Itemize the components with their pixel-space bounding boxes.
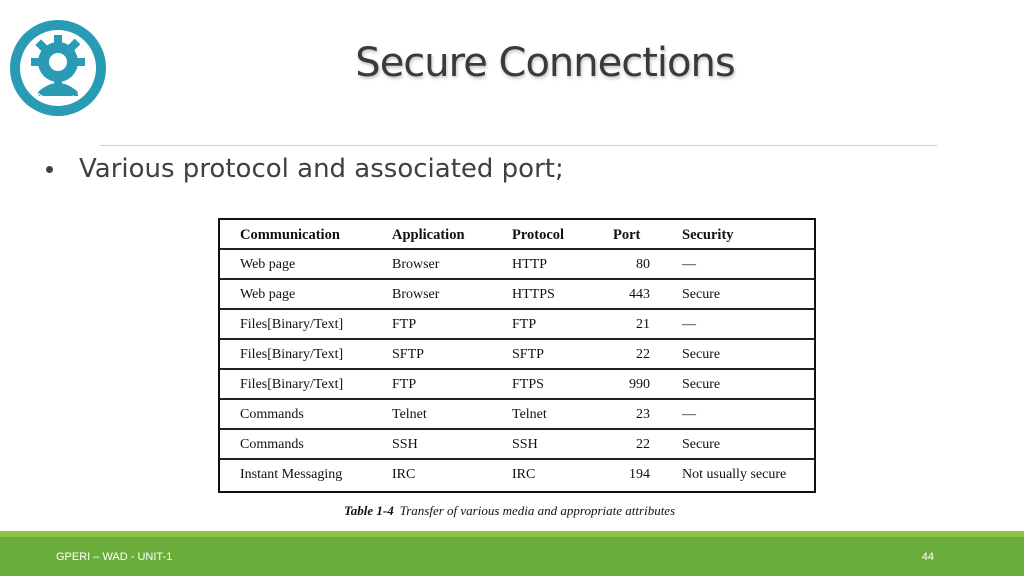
cell-port: 990 (629, 377, 650, 392)
table-row: Commands SSH SSH 22 Secure (220, 430, 814, 460)
table-row: Web page Browser HTTPS 443 Secure (220, 280, 814, 310)
footer-page-number: 44 (921, 551, 934, 563)
header-communication: Communication (240, 227, 340, 243)
table-row: Web page Browser HTTP 80 — (220, 250, 814, 280)
cell-security: — (682, 317, 696, 332)
table-caption: Table 1-4 Transfer of various media and a… (344, 503, 675, 519)
caption-text: Transfer of various media and appropriat… (399, 503, 676, 518)
cell-protocol: Telnet (512, 407, 547, 422)
cell-communication: Files[Binary/Text] (240, 317, 344, 332)
cell-application: Telnet (392, 407, 427, 422)
cell-protocol: HTTP (512, 257, 547, 272)
footer-accent-stripe (0, 531, 1024, 537)
cell-port: 23 (636, 407, 650, 422)
cell-communication: Instant Messaging (240, 467, 343, 482)
footer-course-label: GPERI – WAD - UNIT-1 (56, 551, 173, 563)
cell-port: 21 (636, 317, 650, 332)
cell-port: 194 (629, 467, 650, 482)
header-application: Application (392, 227, 465, 243)
header-protocol: Protocol (512, 227, 565, 243)
cell-protocol: SSH (512, 437, 538, 452)
cell-protocol: IRC (512, 467, 536, 482)
cell-port: 443 (629, 287, 650, 302)
cell-application: FTP (392, 317, 417, 332)
gear-institute-logo-icon: GUJARAT POWER ENGINEERING & RESEARCH INS… (5, 12, 106, 116)
caption-label: Table 1-4 (344, 503, 394, 518)
bullet-text: Various protocol and associated port; (79, 154, 564, 184)
cell-application: FTP (392, 377, 417, 392)
table-row: Files[Binary/Text] FTP FTP 21 — (220, 310, 814, 340)
cell-security: Secure (682, 437, 721, 452)
cell-security: — (682, 407, 696, 422)
table-row: Instant Messaging IRC IRC 194 Not usuall… (220, 460, 814, 490)
institute-logo: GUJARAT POWER ENGINEERING & RESEARCH INS… (5, 12, 108, 118)
cell-security: Not usually secure (682, 467, 787, 482)
cell-security: Secure (682, 287, 721, 302)
bullet-item: Various protocol and associated port; (46, 154, 564, 184)
cell-protocol: SFTP (512, 347, 544, 362)
cell-communication: Files[Binary/Text] (240, 377, 344, 392)
table-row: Files[Binary/Text] SFTP SFTP 22 Secure (220, 340, 814, 370)
cell-protocol: FTP (512, 317, 537, 332)
header-port: Port (613, 227, 641, 243)
cell-communication: Commands (240, 407, 304, 422)
footer-bar (0, 531, 1024, 576)
cell-application: SFTP (392, 347, 424, 362)
table-row: Commands Telnet Telnet 23 — (220, 400, 814, 430)
title-divider (100, 145, 937, 146)
cell-communication: Commands (240, 437, 304, 452)
cell-port: 22 (636, 437, 650, 452)
header-security: Security (682, 227, 734, 243)
cell-protocol: HTTPS (512, 287, 555, 302)
bullet-dot-icon (46, 165, 53, 173)
cell-security: Secure (682, 377, 721, 392)
cell-application: SSH (392, 437, 418, 452)
table-row: Files[Binary/Text] FTP FTPS 990 Secure (220, 370, 814, 400)
cell-protocol: FTPS (512, 377, 544, 392)
cell-port: 22 (636, 347, 650, 362)
cell-port: 80 (636, 257, 650, 272)
cell-application: Browser (392, 257, 440, 272)
cell-communication: Files[Binary/Text] (240, 347, 344, 362)
cell-communication: Web page (240, 287, 296, 302)
cell-application: IRC (392, 467, 416, 482)
protocol-port-table: Communication Application Protocol Port … (218, 218, 816, 493)
page-title: Secure Connections (355, 40, 735, 86)
cell-communication: Web page (240, 257, 296, 272)
cell-application: Browser (392, 287, 440, 302)
table-header-row: Communication Application Protocol Port … (220, 220, 814, 250)
cell-security: Secure (682, 347, 721, 362)
cell-security: — (682, 257, 696, 272)
